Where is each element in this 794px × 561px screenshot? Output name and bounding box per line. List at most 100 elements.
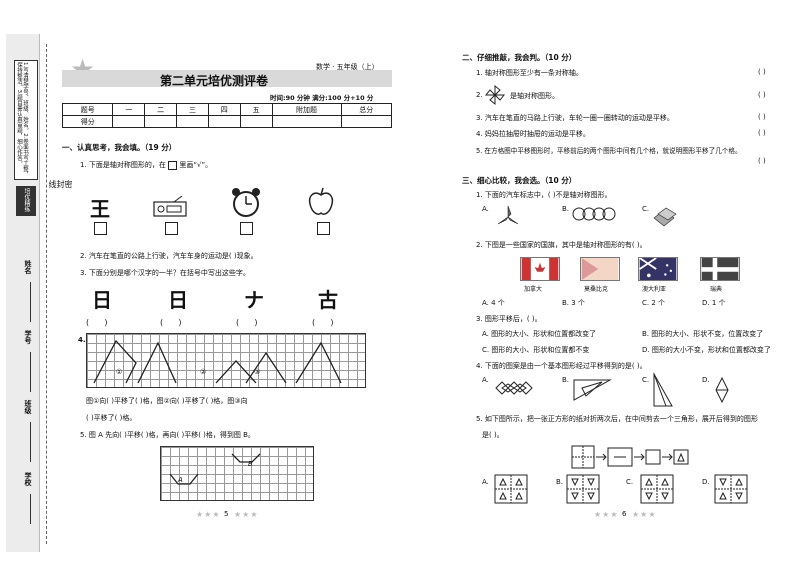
field-class-line[interactable] (30, 422, 31, 462)
choice-2-opt-b[interactable]: B. 3 个 (562, 299, 585, 307)
half-char-3: ナ (244, 288, 264, 312)
judge-4: 4. 妈妈拉抽屉时抽屉的运动是平移。 (476, 130, 590, 138)
choice-3-opt-b[interactable]: B. 图形的大小、形状不变，位置改变了 (642, 330, 764, 338)
flag-label-mozambique: 莫桑比克 (584, 286, 609, 293)
field-number-line[interactable] (30, 352, 31, 392)
q1-answer-box-3[interactable] (240, 222, 253, 235)
score-cell[interactable] (271, 115, 342, 128)
score-table: 题号 一 二 三 四 五 附加题 总分 得分 (61, 103, 393, 128)
choice-5-opt-d[interactable]: D. (702, 478, 710, 486)
q5-shapes (169, 453, 261, 485)
score-header-cell: 三 (176, 103, 209, 116)
choice-3-opt-d[interactable]: D. 图形的大小不变，形状和位置都改变了 (642, 346, 771, 354)
score-header-cell: 四 (207, 103, 241, 116)
q3-answer-blank-1[interactable]: ( ) (86, 318, 108, 327)
q1-answer-box-1[interactable] (94, 222, 107, 235)
flag-australia (638, 257, 678, 281)
time-score-info: 时间:90 分钟 满分:100 分+10 分 (270, 94, 374, 102)
judge-1-blank[interactable]: ( ) (758, 68, 766, 76)
choice-1-opt-a[interactable]: A. (482, 205, 489, 213)
right-footer-stars-l: ★★★ (594, 510, 619, 519)
choice-3-opt-a[interactable]: A. 图形的大小、形状和位置都改变了 (482, 330, 597, 338)
unfold-result-b (566, 474, 600, 504)
score-cell[interactable] (207, 115, 241, 128)
half-char-2: 日 (168, 288, 188, 312)
score-header-cell: 总分 (340, 103, 393, 116)
choice-5-opt-c[interactable]: C. (626, 478, 634, 486)
flag-label-canada: 加拿大 (524, 286, 543, 293)
choice-1-opt-c[interactable]: C. (642, 205, 650, 213)
score-cell[interactable] (340, 115, 393, 128)
judge-2: 是轴对称图形。 (510, 92, 559, 100)
q1-answer-box-4[interactable] (317, 222, 330, 235)
q4-line2: ( )平移了( )格。 (86, 414, 137, 422)
flag-sweden (700, 257, 740, 281)
q5-label-b: B (248, 460, 253, 468)
section2-heading: 二、仔细推敲，我会判。（10 分） (462, 53, 577, 62)
choice-3-opt-c[interactable]: C. 图形的大小、形状和位置都不变 (482, 346, 590, 354)
q5-grid (160, 446, 314, 501)
pinwheel-icon (484, 84, 506, 106)
field-number-label: 学号 (24, 330, 32, 344)
q4-shapes (93, 339, 342, 384)
q1-wang-character: 王 (90, 197, 110, 221)
choice-5-opt-b[interactable]: B. (556, 478, 564, 486)
q3-text: 3. 下面分别是哪个汉字的一半？在括号中写出这些字。 (80, 269, 250, 277)
score-cell[interactable] (144, 115, 178, 128)
flag-label-australia: 澳大利亚 (642, 286, 667, 293)
judge-5-blank[interactable]: ( ) (758, 157, 766, 165)
q4-line1: 图①向( )平移了( )格，图②向( )平移了( )格，图③向 (86, 397, 248, 405)
choice-4-opt-d[interactable]: D. (702, 376, 710, 384)
flag-canada (520, 257, 560, 281)
field-school-line[interactable] (30, 494, 31, 524)
subject-grade: 数学 · 五年级（上） (316, 63, 379, 71)
q4-number: 4. (78, 336, 86, 344)
flag-label-sweden: 瑞典 (710, 286, 723, 293)
side-badge: 培优精练 (16, 186, 36, 216)
judge-3: 3. 汽车在笔直的马路上行驶，车轮一圈一圈转动的运动是平移。 (476, 114, 674, 122)
q3-answer-blank-4[interactable]: ( ) (312, 318, 334, 327)
q4-mark-3: ③ (254, 368, 261, 376)
left-footer-stars-l: ★★★ (196, 510, 221, 519)
section3-heading: 三、细心比较，我会选。（10 分） (462, 176, 577, 185)
half-char-1: 日 (92, 288, 112, 312)
choice-5-line2: 是( )。 (482, 431, 504, 439)
score-row: 得分 (61, 115, 393, 128)
score-cell[interactable] (112, 115, 146, 128)
choice-1-opt-b[interactable]: B. (562, 205, 570, 213)
score-cell[interactable] (176, 115, 209, 128)
choice-5-opt-a[interactable]: A. (482, 478, 489, 486)
q3-answer-blank-2[interactable]: ( ) (160, 318, 182, 327)
pattern-d-icon (715, 376, 729, 404)
score-cell[interactable] (239, 115, 273, 128)
judge-3-blank[interactable]: ( ) (758, 113, 766, 121)
choice-4-opt-a[interactable]: A. (482, 376, 489, 384)
choice-2-opt-d[interactable]: D. 1 个 (702, 299, 726, 307)
choice-4-opt-b[interactable]: B. (562, 376, 570, 384)
alarm-clock-icon (232, 188, 260, 217)
folding-steps-diagram (571, 445, 689, 469)
q1-answer-box-2[interactable] (165, 222, 178, 235)
pattern-b-icon (573, 379, 612, 401)
choice-2-opt-a[interactable]: A. 4 个 (482, 299, 505, 307)
judge-1: 1. 轴对称图形至少有一条对称轴。 (476, 69, 583, 77)
score-header-cell: 附加题 (271, 103, 342, 116)
judge-4-blank[interactable]: ( ) (758, 129, 766, 137)
unfold-result-a (494, 474, 528, 504)
judge-2-blank[interactable]: ( ) (758, 91, 766, 99)
left-page-number: 5 (224, 510, 229, 518)
field-school-label: 学校 (24, 472, 32, 486)
choice-4-opt-c[interactable]: C. (642, 376, 650, 384)
q5-label-a: A (178, 476, 183, 484)
q2-text: 2. 汽车在笔直的公路上行驶，汽车车身的运动是( )现象。 (80, 252, 258, 260)
choice-2: 2. 下图是一些国家的国旗，其中是轴对称图形的有( )。 (476, 241, 647, 249)
field-name-line[interactable] (30, 282, 31, 322)
choice-4: 4. 下面的图案是由一个基本图形经过平移得到的是( )。 (476, 362, 647, 370)
choice-2-opt-c[interactable]: C. 2 个 (642, 299, 666, 307)
apple-icon (308, 187, 334, 215)
seal-line (46, 44, 47, 544)
half-char-4: 古 (318, 288, 338, 312)
car-logo-c (653, 207, 677, 227)
q3-answer-blank-3[interactable]: ( ) (236, 318, 258, 327)
unfold-result-d (714, 474, 748, 504)
